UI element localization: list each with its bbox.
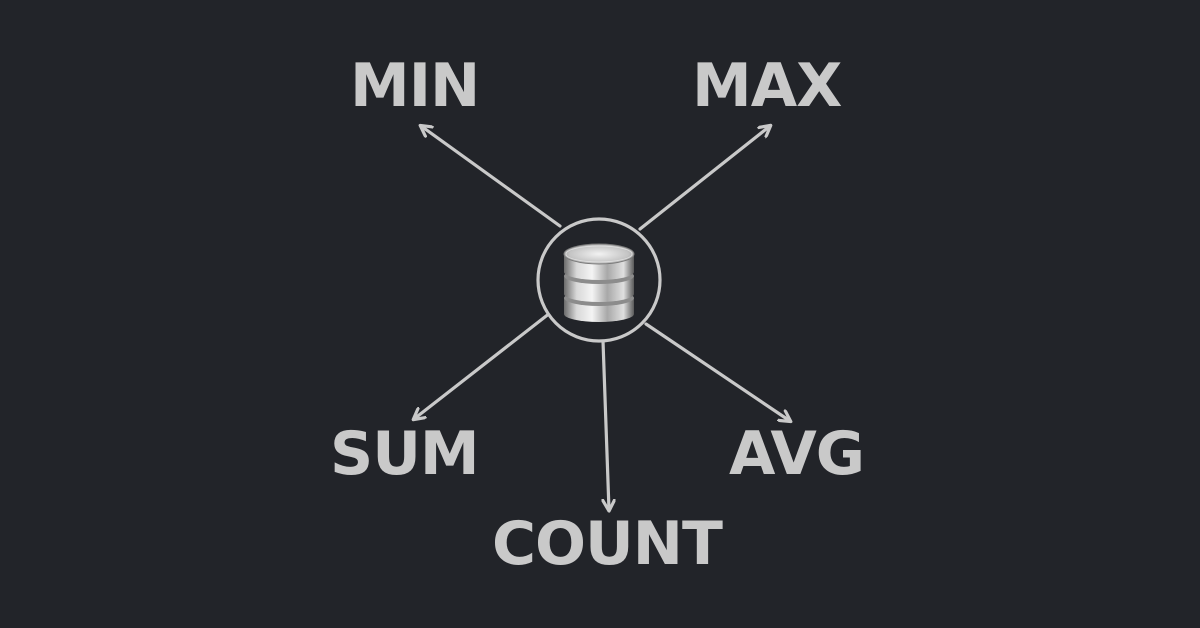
label-max: MAX — [692, 51, 842, 121]
label-avg: AVG — [729, 419, 865, 489]
arrow-to-max — [638, 126, 770, 231]
label-sum: SUM — [330, 419, 480, 489]
arrow-to-count — [601, 339, 609, 510]
database-icon — [563, 243, 635, 322]
arrow-to-sum — [414, 311, 552, 419]
arrow-to-avg — [644, 322, 790, 421]
arrow-to-min — [421, 126, 562, 228]
label-min: MIN — [350, 51, 480, 121]
label-count: COUNT — [492, 509, 723, 579]
